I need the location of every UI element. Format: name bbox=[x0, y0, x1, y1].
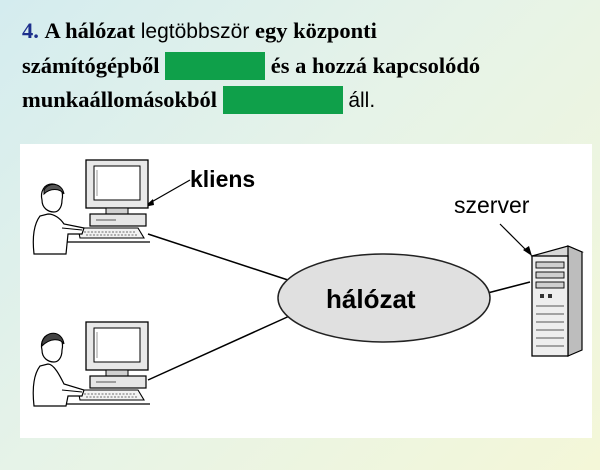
question-segment-6: munkaállomásokból bbox=[22, 87, 218, 112]
question-number: 4. bbox=[22, 18, 39, 43]
client-workstation-1 bbox=[32, 159, 150, 255]
server-tower bbox=[530, 245, 584, 357]
link-client2-network bbox=[147, 313, 295, 381]
pointer-szerver bbox=[499, 223, 529, 253]
client-workstation-2 bbox=[32, 321, 150, 407]
network-diagram-graphic bbox=[32, 159, 584, 407]
network-label: hálózat bbox=[326, 284, 416, 314]
question-segment-3: egy központi bbox=[254, 18, 377, 43]
question-segment-2: legtöbbször bbox=[140, 20, 250, 43]
question-text: 4. A hálózat legtöbbször egy központi sz… bbox=[22, 14, 592, 118]
link-client1-network bbox=[147, 233, 295, 283]
pointer-kliens bbox=[147, 179, 191, 205]
question-segment-1: A hálózat bbox=[44, 18, 136, 43]
question-segment-7: áll. bbox=[348, 89, 376, 112]
answer-blank-1[interactable] bbox=[165, 51, 266, 80]
question-segment-4: számítógépből bbox=[22, 53, 160, 78]
answer-blank-2[interactable] bbox=[222, 85, 343, 114]
pointer-szerver-arrowhead bbox=[523, 246, 532, 256]
question-segment-5: és a hozzá kapcsolódó bbox=[270, 53, 481, 78]
network-ellipse bbox=[277, 253, 491, 343]
server-label: szerver bbox=[454, 192, 530, 218]
client-label: kliens bbox=[190, 166, 256, 192]
network-diagram: kliens szerver hálózat bbox=[20, 144, 592, 438]
